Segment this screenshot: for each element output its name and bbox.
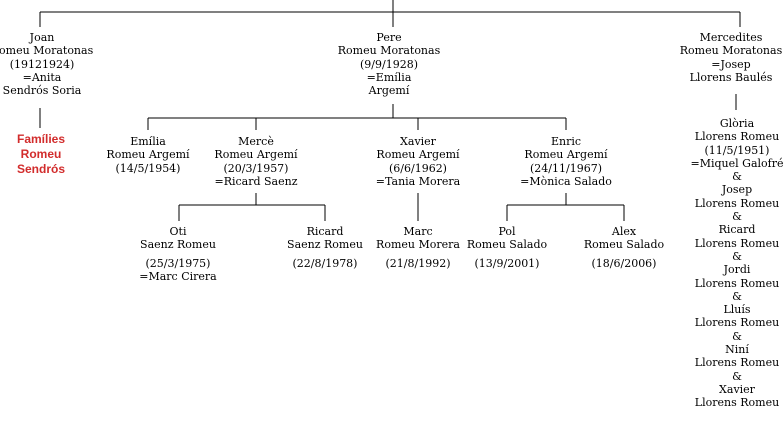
families-link-line-3: Sendrós bbox=[16, 162, 65, 176]
ricard-saenz-dates: (22/8/1978) bbox=[292, 256, 358, 270]
person-enric: Enric Romeu Argemí (24/11/1967) =Mònica … bbox=[520, 135, 612, 188]
marc-name: Marc bbox=[403, 225, 433, 238]
emilia-name: Emília bbox=[130, 135, 166, 148]
llorens-line: Llorens Romeu bbox=[694, 316, 780, 330]
families-link-line-2: Romeu bbox=[20, 147, 62, 161]
llorens-line: (11/5/1951) bbox=[704, 143, 770, 157]
llorens-line: & bbox=[732, 289, 742, 303]
llorens-line: Llorens Romeu bbox=[694, 356, 780, 370]
xavier-dates: (6/6/1962) bbox=[388, 161, 447, 175]
llorens-line: & bbox=[732, 170, 742, 184]
llorens-line: =Miquel Galofré bbox=[690, 156, 784, 170]
enric-spouse: =Mònica Salado bbox=[520, 174, 612, 188]
mercedites-spouse-surname: Llorens Baulés bbox=[689, 70, 773, 84]
marc-surname: Romeu Morera bbox=[376, 238, 460, 252]
oti-spouse: =Marc Cirera bbox=[139, 269, 217, 283]
llorens-line: Niní bbox=[725, 343, 749, 357]
pere-name: Pere bbox=[376, 31, 402, 44]
xavier-spouse: =Tania Morera bbox=[375, 174, 461, 188]
pere-spouse-surname: Argemí bbox=[368, 84, 410, 98]
merce-spouse: =Ricard Saenz bbox=[214, 174, 298, 188]
pol-name: Pol bbox=[498, 225, 516, 238]
pol-surname: Romeu Salado bbox=[466, 238, 548, 252]
oti-name: Oti bbox=[169, 225, 187, 238]
pere-surname: Romeu Moratonas bbox=[337, 44, 441, 58]
llorens-line: Llorens Romeu bbox=[694, 276, 780, 290]
llorens-line: Jordi bbox=[723, 263, 751, 277]
mercedites-name: Mercedites bbox=[699, 31, 763, 44]
enric-name: Enric bbox=[550, 135, 582, 148]
ricard-saenz-surname: Saenz Romeu bbox=[287, 238, 363, 252]
llorens-line: & bbox=[732, 369, 742, 383]
person-alex: Alex Romeu Salado (18/6/2006) bbox=[584, 225, 664, 270]
mercedites-spouse-name: =Josep bbox=[711, 57, 751, 71]
merce-surname: Romeu Argemí bbox=[214, 148, 298, 162]
enric-surname: Romeu Argemí bbox=[524, 148, 608, 162]
xavier-surname: Romeu Argemí bbox=[376, 148, 460, 162]
merce-name: Mercè bbox=[238, 135, 274, 148]
llorens-line: & bbox=[732, 210, 742, 224]
person-emilia: Emília Romeu Argemí (14/5/1954) bbox=[106, 135, 189, 175]
pol-dates: (13/9/2001) bbox=[474, 256, 540, 270]
joan-spouse-name: =Anita bbox=[22, 70, 62, 84]
llorens-line: Llorens Romeu bbox=[694, 196, 780, 210]
oti-surname: Saenz Romeu bbox=[140, 238, 216, 252]
enric-dates: (24/11/1967) bbox=[530, 161, 602, 175]
emilia-dates: (14/5/1954) bbox=[115, 161, 181, 175]
person-marc: Marc Romeu Morera (21/8/1992) bbox=[376, 225, 460, 270]
alex-surname: Romeu Salado bbox=[583, 238, 665, 252]
llorens-line: Josep bbox=[721, 183, 753, 197]
llorens-line: Lluís bbox=[723, 303, 751, 317]
merce-dates: (20/3/1957) bbox=[223, 161, 289, 175]
person-xavier: Xavier Romeu Argemí (6/6/1962) =Tania Mo… bbox=[376, 135, 460, 188]
llorens-line: Llorens Romeu bbox=[694, 130, 780, 144]
oti-dates: (25/3/1975) bbox=[145, 256, 211, 270]
llorens-line: Llorens Romeu bbox=[694, 396, 780, 410]
ricard-saenz-name: Ricard bbox=[306, 225, 344, 238]
person-pere: Pere Romeu Moratonas (9/9/1928) =Emília … bbox=[338, 31, 440, 97]
llorens-line: Glòria bbox=[719, 117, 755, 130]
families-romeu-sendros-link[interactable]: Famílies Romeu Sendrós bbox=[17, 132, 65, 177]
person-oti: Oti Saenz Romeu (25/3/1975) =Marc Cirera bbox=[139, 225, 216, 283]
alex-name: Alex bbox=[611, 225, 637, 238]
joan-name: Joan bbox=[29, 31, 55, 44]
pere-spouse-name: =Emília bbox=[366, 70, 412, 84]
joan-spouse-surname: Sendrós Soria bbox=[2, 84, 82, 98]
marc-dates: (21/8/1992) bbox=[385, 256, 451, 270]
person-joan: Joan Romeu Moratonas (19121924) =Anita S… bbox=[0, 31, 93, 97]
mercedites-surname: Romeu Moratonas bbox=[679, 44, 783, 58]
emilia-surname: Romeu Argemí bbox=[106, 148, 190, 162]
xavier-name: Xavier bbox=[400, 135, 436, 148]
person-pol: Pol Romeu Salado (13/9/2001) bbox=[467, 225, 547, 270]
person-mercedites: Mercedites Romeu Moratonas =Josep Lloren… bbox=[680, 31, 782, 84]
families-link-line-1: Famílies bbox=[16, 132, 66, 146]
pere-dates: (9/9/1928) bbox=[360, 57, 418, 71]
joan-dates: (19121924) bbox=[9, 57, 75, 71]
person-ricard-saenz: Ricard Saenz Romeu (22/8/1978) bbox=[287, 225, 363, 270]
llorens-line: Ricard bbox=[718, 223, 756, 237]
llorens-line: Xavier bbox=[719, 382, 755, 396]
alex-dates: (18/6/2006) bbox=[591, 256, 657, 270]
joan-surname: Romeu Moratonas bbox=[0, 44, 94, 58]
llorens-line: Llorens Romeu bbox=[694, 236, 780, 250]
llorens-line: & bbox=[732, 249, 742, 263]
llorens-line: & bbox=[732, 329, 742, 343]
person-merce: Mercè Romeu Argemí (20/3/1957) =Ricard S… bbox=[214, 135, 297, 188]
